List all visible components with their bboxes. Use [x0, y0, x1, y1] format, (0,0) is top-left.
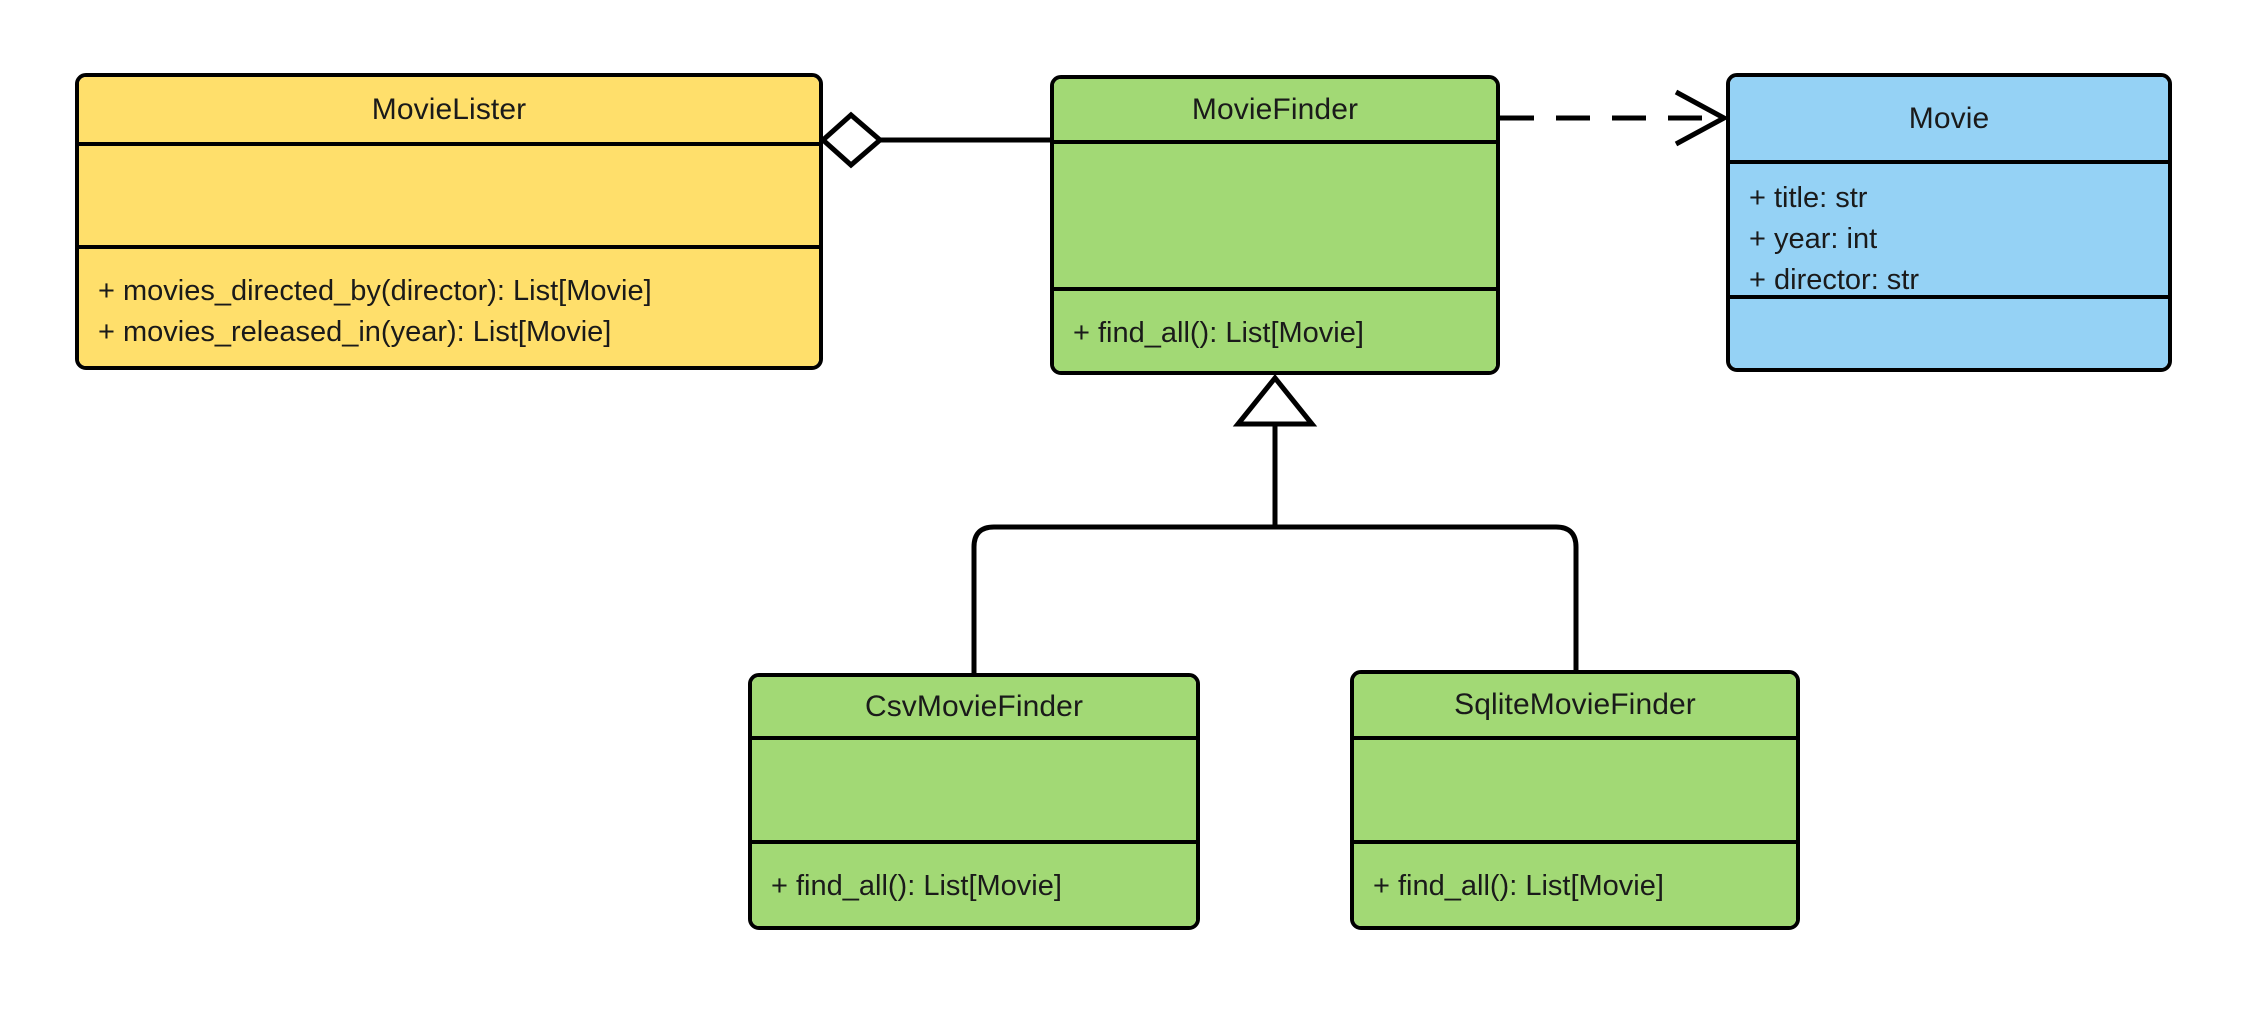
attributes-compartment-movie-lister	[79, 146, 819, 249]
method-item: + find_all(): List[Movie]	[1073, 317, 1364, 349]
class-box-movie[interactable]: Movie + title: str + year: int + directo…	[1726, 73, 2172, 372]
class-name-sqlite-movie-finder: SqliteMovieFinder	[1354, 674, 1796, 740]
attribute-item: + year: int	[1749, 223, 1878, 255]
class-name-movie: Movie	[1730, 77, 2168, 164]
attributes-compartment-csv-movie-finder	[752, 740, 1196, 844]
method-item: + find_all(): List[Movie]	[1373, 870, 1664, 902]
class-box-movie-finder[interactable]: MovieFinder + find_all(): List[Movie]	[1050, 75, 1500, 375]
generalization-edge-tree	[971, 374, 1579, 673]
methods-compartment-movie-lister: + movies_directed_by(director): List[Mov…	[79, 249, 819, 366]
open-arrow-marker	[1674, 89, 1730, 147]
class-name-movie-lister: MovieLister	[79, 77, 819, 146]
attributes-compartment-movie: + title: str + year: int + director: str	[1730, 164, 2168, 299]
class-box-csv-movie-finder[interactable]: CsvMovieFinder + find_all(): List[Movie]	[748, 673, 1200, 930]
method-item: + find_all(): List[Movie]	[771, 870, 1062, 902]
attributes-compartment-sqlite-movie-finder	[1354, 740, 1796, 844]
generalization-branch-csv	[971, 524, 1275, 673]
class-box-sqlite-movie-finder[interactable]: SqliteMovieFinder + find_all(): List[Mov…	[1350, 670, 1800, 930]
attributes-compartment-movie-finder	[1054, 144, 1496, 291]
attribute-item: + director: str	[1749, 264, 1920, 296]
class-name-csv-movie-finder: CsvMovieFinder	[752, 677, 1196, 740]
dependency-edge-finder-movie	[1500, 89, 1730, 147]
methods-compartment-sqlite-movie-finder: + find_all(): List[Movie]	[1354, 844, 1796, 926]
methods-compartment-csv-movie-finder: + find_all(): List[Movie]	[752, 844, 1196, 926]
hollow-triangle-marker	[1232, 374, 1318, 427]
aggregation-edge-lister-finder	[819, 111, 1050, 169]
class-box-movie-lister[interactable]: MovieLister + movies_directed_by(directo…	[75, 73, 823, 370]
methods-compartment-movie-finder: + find_all(): List[Movie]	[1054, 291, 1496, 371]
class-name-movie-finder: MovieFinder	[1054, 79, 1496, 144]
attribute-item: + title: str	[1749, 182, 1868, 214]
methods-compartment-movie	[1730, 299, 2168, 368]
generalization-branch-sqlite	[1275, 524, 1579, 670]
hollow-diamond-marker	[819, 111, 884, 169]
method-item: + movies_released_in(year): List[Movie]	[98, 316, 612, 348]
method-item: + movies_directed_by(director): List[Mov…	[98, 275, 652, 307]
